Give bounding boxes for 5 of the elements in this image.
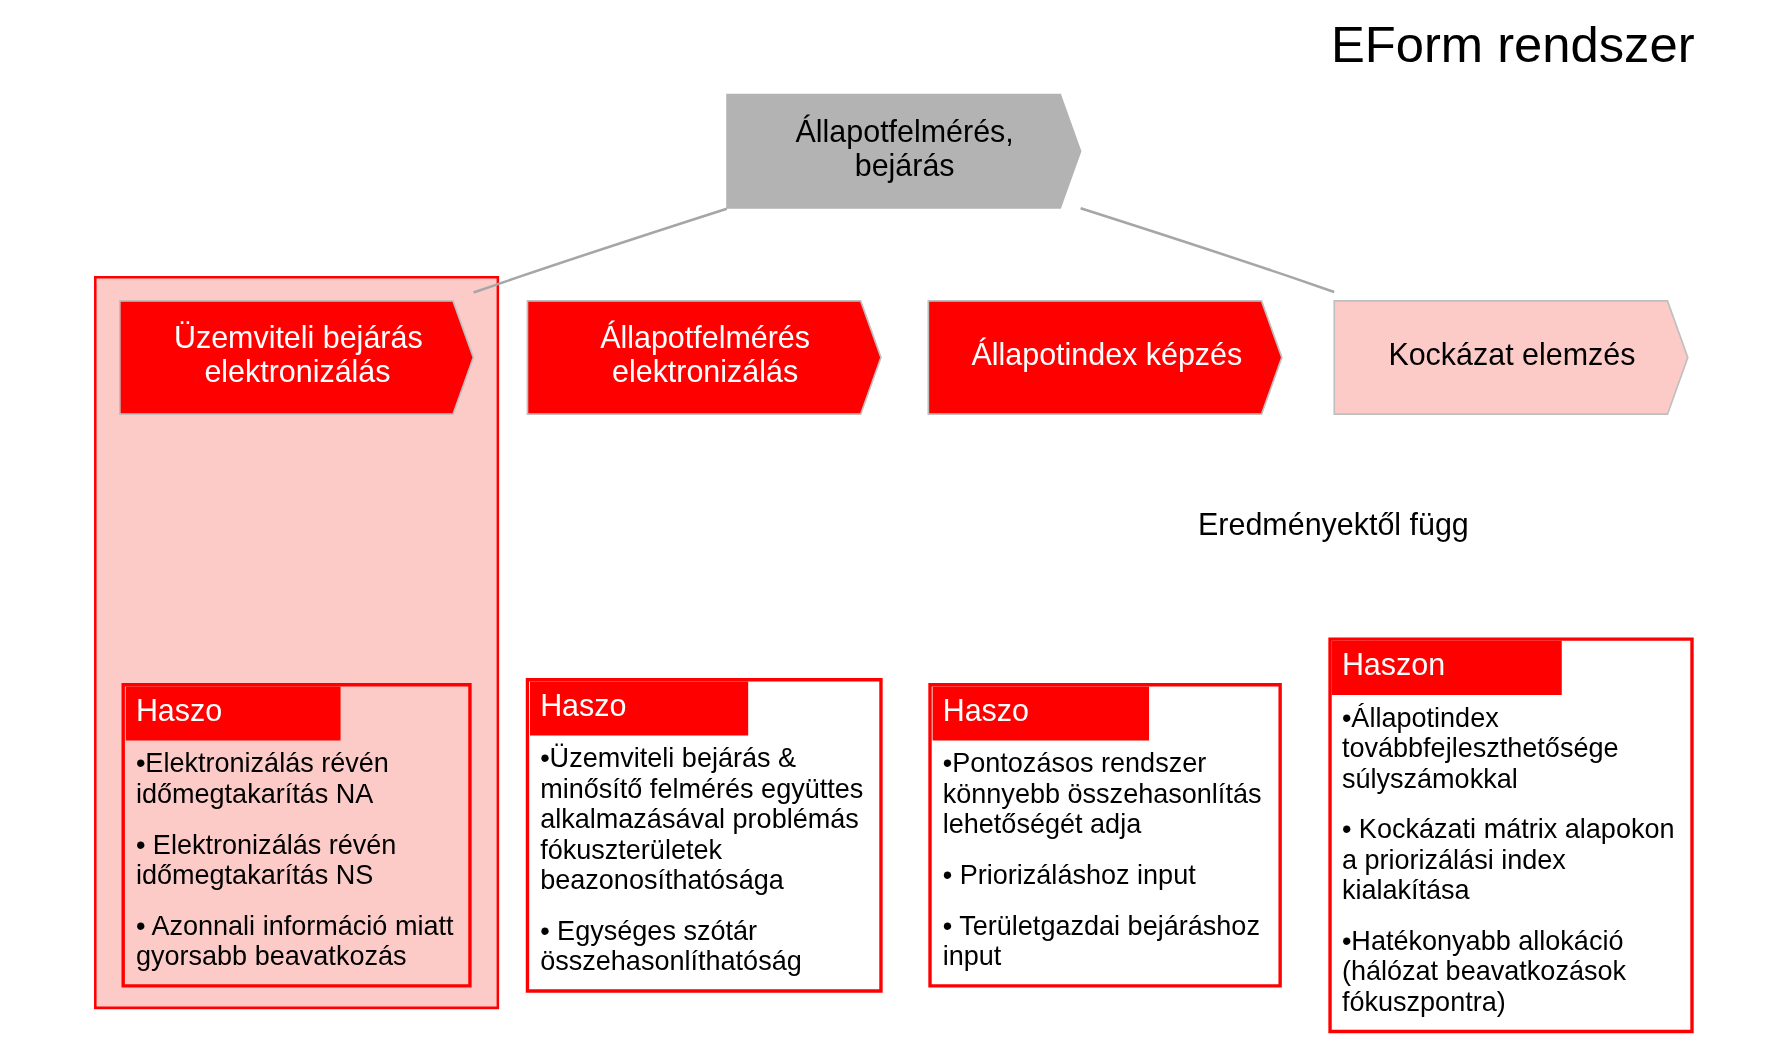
connector bbox=[472, 207, 727, 294]
diagram-title: EForm rendszer bbox=[1330, 16, 1695, 74]
connector bbox=[1079, 207, 1335, 294]
node-label: Eredményektől függ bbox=[1197, 506, 1469, 541]
cluster bbox=[93, 275, 499, 1010]
